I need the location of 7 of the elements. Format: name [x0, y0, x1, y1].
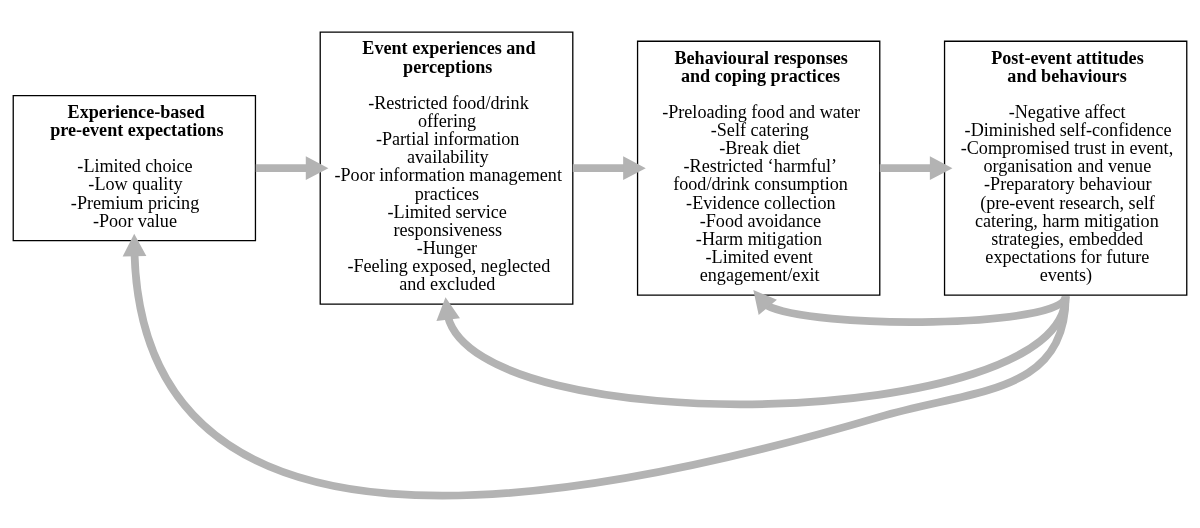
arrow [436, 295, 1070, 408]
node-box: Experience-based pre-event expectations -Limited choice -Low quality -Premium pricing -Poor value [12, 95, 257, 242]
node-box: Behavioural responses and coping practices -Preloading food and water -Self catering -Break diet -Restricted ‘harmful’ food/drink consumption -Evidence collection -Food avoidance -Harm mitigation -Limited event engagement/exit [636, 40, 881, 296]
node-box: Post-event attitudes and behaviours -Negative affect -Diminished self-confidence -Compromised trust in event, organisation and venue -Preparatory behaviour (pre-event research, self catering, harm mitigation strategies, embedded expectations for future events) [943, 40, 1188, 296]
arrow [122, 233, 1070, 500]
node-box: Event experiences and perceptions -Restricted food/drink offering -Partial information availability -Poor information management practices -Limited service responsiveness -Hunger -Feeling exposed, neglected and excluded [319, 31, 574, 305]
arrow [753, 290, 1069, 326]
